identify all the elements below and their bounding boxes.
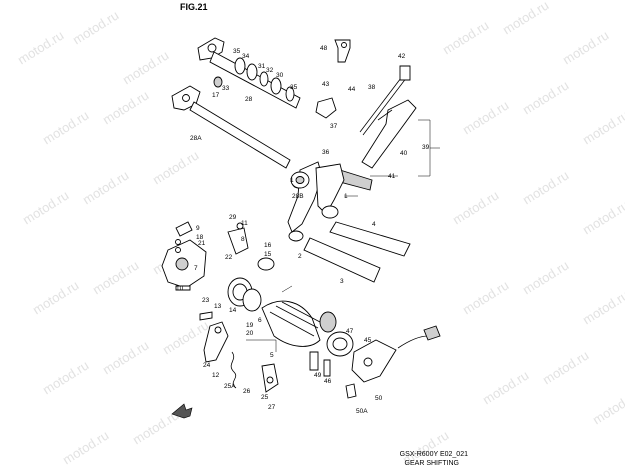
front-arrow-icon: [171, 403, 193, 419]
callout-c35b: 35: [290, 84, 298, 91]
callout-c7: 7: [194, 265, 198, 272]
gearshift-cam: [227, 277, 337, 347]
callout-c50: 50: [375, 395, 383, 402]
gearshift-lever-assembly: [315, 39, 417, 191]
callout-c25A: 25A: [224, 383, 236, 390]
callout-c35: 35: [233, 48, 241, 55]
figure-title: FIG.21: [180, 2, 208, 12]
callout-c32: 32: [266, 67, 274, 74]
gearshift-shaft-upper: [197, 37, 301, 109]
callout-c20: 20: [246, 330, 254, 337]
callout-c8: 8: [241, 236, 245, 243]
cam-stopper-plate: [161, 221, 275, 289]
small-fasteners: [175, 222, 331, 377]
callout-c46: 46: [324, 378, 332, 385]
callout-c31: 31: [258, 63, 266, 70]
callout-c4: 4: [372, 221, 376, 228]
stopper-arm: [203, 321, 279, 393]
callout-c13: 13: [214, 303, 222, 310]
callout-c15: 15: [264, 251, 272, 258]
callout-c5: 5: [270, 352, 274, 359]
bushing-28b: [290, 171, 310, 189]
callout-c28: 28: [245, 96, 253, 103]
callout-c9: 9: [196, 225, 200, 232]
callout-c39: 39: [422, 144, 430, 151]
leader-lines: [246, 119, 440, 352]
callout-c26: 26: [243, 388, 251, 395]
callout-c16: 16: [264, 242, 272, 249]
callout-c28B: 28B: [292, 193, 304, 200]
callout-c1b: 1: [344, 193, 348, 200]
callout-c25: 25: [261, 394, 269, 401]
callout-c18: 18: [196, 234, 204, 241]
diagram-caption: GEAR SHIFTING: [404, 460, 459, 467]
callout-c28A: 28A: [190, 135, 202, 142]
callout-c47: 47: [346, 328, 354, 335]
bearing-and-bracket: [326, 325, 441, 399]
callout-c36: 36: [322, 149, 330, 156]
shift-forks: [287, 161, 345, 242]
callout-c3: 3: [340, 278, 344, 285]
callout-c30: 30: [276, 72, 284, 79]
callout-c41: 41: [388, 173, 396, 180]
callout-c14: 14: [229, 307, 237, 314]
callout-c43: 43: [322, 81, 330, 88]
callout-c48: 48: [320, 45, 328, 52]
callout-c27: 27: [268, 404, 276, 411]
callout-c21: 21: [198, 240, 206, 247]
gearshift-shaft-long: [171, 85, 291, 169]
callout-c42: 42: [398, 53, 406, 60]
callout-c49: 49: [314, 372, 322, 379]
callout-c6: 6: [258, 317, 262, 324]
callout-c17: 17: [212, 92, 220, 99]
callout-c40: 40: [400, 150, 408, 157]
callout-c37: 37: [330, 123, 338, 130]
callout-c33: 33: [222, 85, 230, 92]
callout-c23: 23: [202, 297, 210, 304]
callout-c22: 22: [225, 254, 233, 261]
callout-c19: 19: [246, 322, 254, 329]
callout-c1a: 1: [290, 177, 294, 184]
callout-c2: 2: [298, 253, 302, 260]
callout-c45: 45: [364, 337, 372, 344]
callout-c29: 29: [229, 214, 237, 221]
callout-c38: 38: [368, 84, 376, 91]
callout-c34: 34: [242, 53, 250, 60]
callout-c12: 12: [212, 372, 220, 379]
diagram-model-code: GSX-R600Y E02_021: [399, 451, 468, 458]
callout-c50A: 50A: [356, 408, 368, 415]
callout-c24: 24: [203, 362, 211, 369]
fork-shafts: [303, 221, 411, 283]
callout-c10: 10: [176, 285, 184, 292]
callout-c11: 11: [241, 220, 248, 227]
callout-c44: 44: [348, 86, 356, 93]
